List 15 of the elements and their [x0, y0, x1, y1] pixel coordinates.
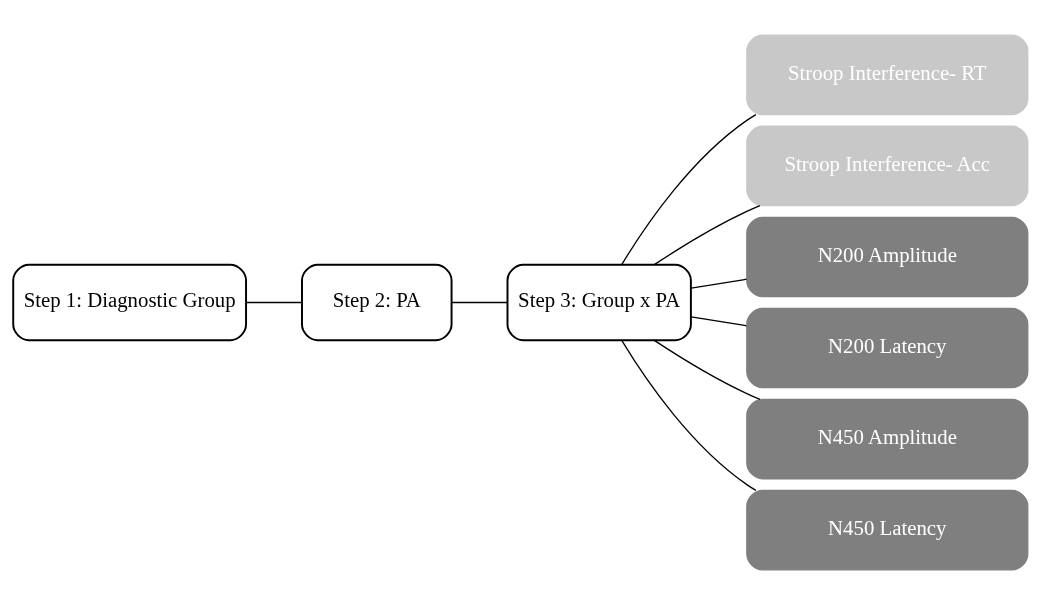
connector	[621, 113, 757, 265]
connector	[690, 315, 748, 326]
connector	[653, 339, 761, 400]
node-box: N200 Latency	[746, 307, 1029, 388]
connector	[653, 204, 761, 265]
node-box: Step 3: Group x PA	[506, 263, 692, 341]
node-box: N450 Latency	[746, 489, 1029, 570]
connector	[621, 339, 757, 491]
node-box: N450 Amplitude	[746, 398, 1029, 479]
node-box: Step 1: Diagnostic Group	[12, 263, 248, 341]
node-box: N200 Amplitude	[746, 216, 1029, 297]
connector	[451, 301, 509, 303]
connector	[690, 278, 748, 289]
connector	[245, 301, 303, 303]
node-box: Step 2: PA	[301, 263, 453, 341]
